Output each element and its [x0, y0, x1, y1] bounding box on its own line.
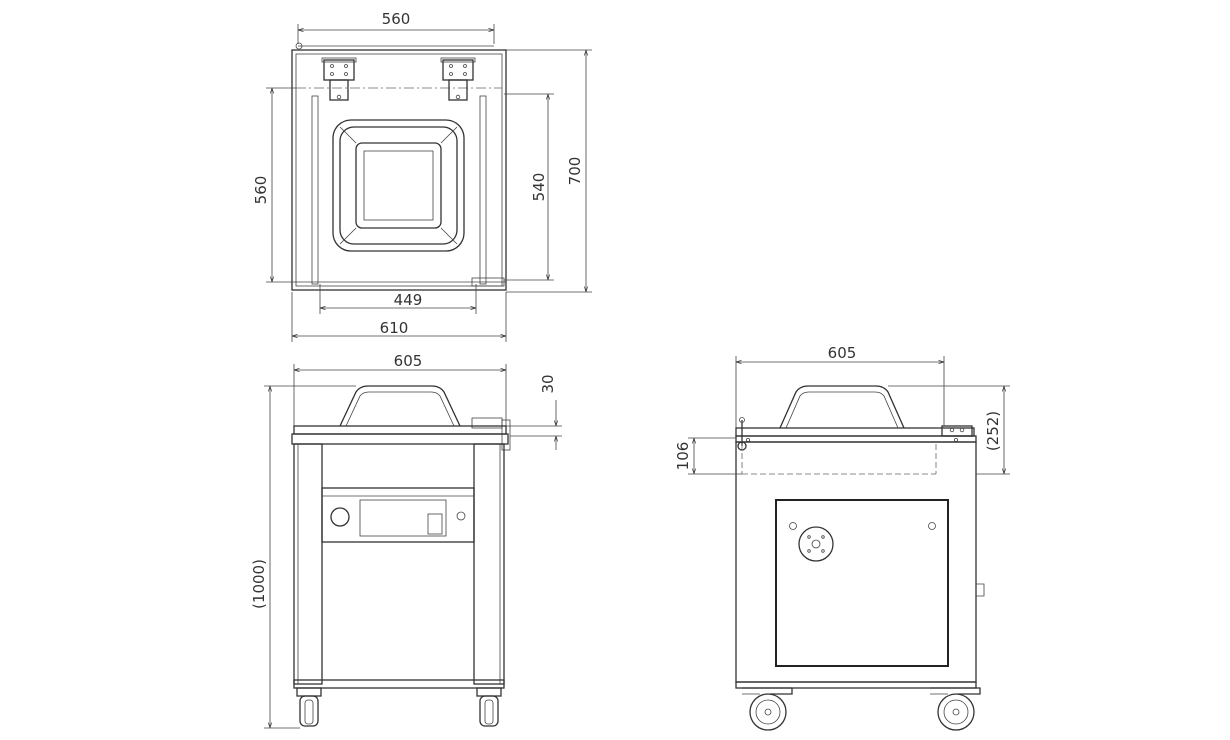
lid-plate [293, 425, 507, 435]
side-base [735, 681, 977, 689]
power-switch [427, 513, 443, 535]
leg-right [473, 443, 505, 685]
dim-side-lid-open: (252) [984, 411, 1002, 451]
top-plate [291, 433, 509, 445]
dim-side-chamber: 106 [674, 442, 692, 471]
top-view-rail-left [311, 95, 319, 285]
leg-left [293, 443, 323, 685]
lid-outer [332, 119, 465, 252]
top-view-rail-right [479, 95, 487, 285]
side-rim [735, 435, 977, 443]
caster-right [476, 687, 502, 727]
lid-dome [339, 385, 461, 427]
dim-front-width: 605 [394, 352, 423, 370]
hinge-bracket-right [440, 57, 476, 101]
side-lid-plate [735, 427, 975, 437]
dim-front-lid: 30 [539, 374, 557, 393]
front-view: 605 30 (1000) [250, 352, 562, 729]
drain-fitting [976, 583, 985, 597]
top-view-body-outline [291, 49, 507, 291]
lid-inner [355, 142, 442, 229]
dim-top-total-depth: 700 [566, 157, 584, 186]
dim-top-total-width: 610 [380, 319, 409, 337]
dim-top-inner-depth: 540 [530, 173, 548, 202]
top-view-pin [295, 42, 303, 50]
bottom-rail [293, 679, 505, 689]
pressure-gauge [330, 507, 350, 527]
access-panel [775, 499, 949, 667]
caster-left [296, 687, 322, 727]
control-display [359, 499, 447, 537]
side-body [735, 441, 977, 683]
indicator-light [456, 511, 466, 521]
control-panel [321, 487, 475, 543]
side-lid-dome [779, 385, 905, 429]
pump-flange [798, 526, 834, 562]
top-view: 560 560 540 700 449 610 [252, 10, 592, 342]
dim-top-depth: 560 [252, 176, 270, 205]
dim-front-height: (1000) [250, 559, 268, 609]
lid-middle [339, 126, 458, 245]
side-view: 605 106 (252) [674, 344, 1010, 731]
top-view-body-inner [295, 53, 503, 287]
side-caster-left [742, 687, 793, 731]
hinge-bracket-left [321, 57, 357, 101]
lid-window [363, 150, 434, 221]
dim-side-width: 605 [828, 344, 857, 362]
dim-top-width: 560 [382, 10, 411, 28]
side-caster-right [930, 687, 981, 731]
dim-top-inner-width: 449 [394, 291, 423, 309]
